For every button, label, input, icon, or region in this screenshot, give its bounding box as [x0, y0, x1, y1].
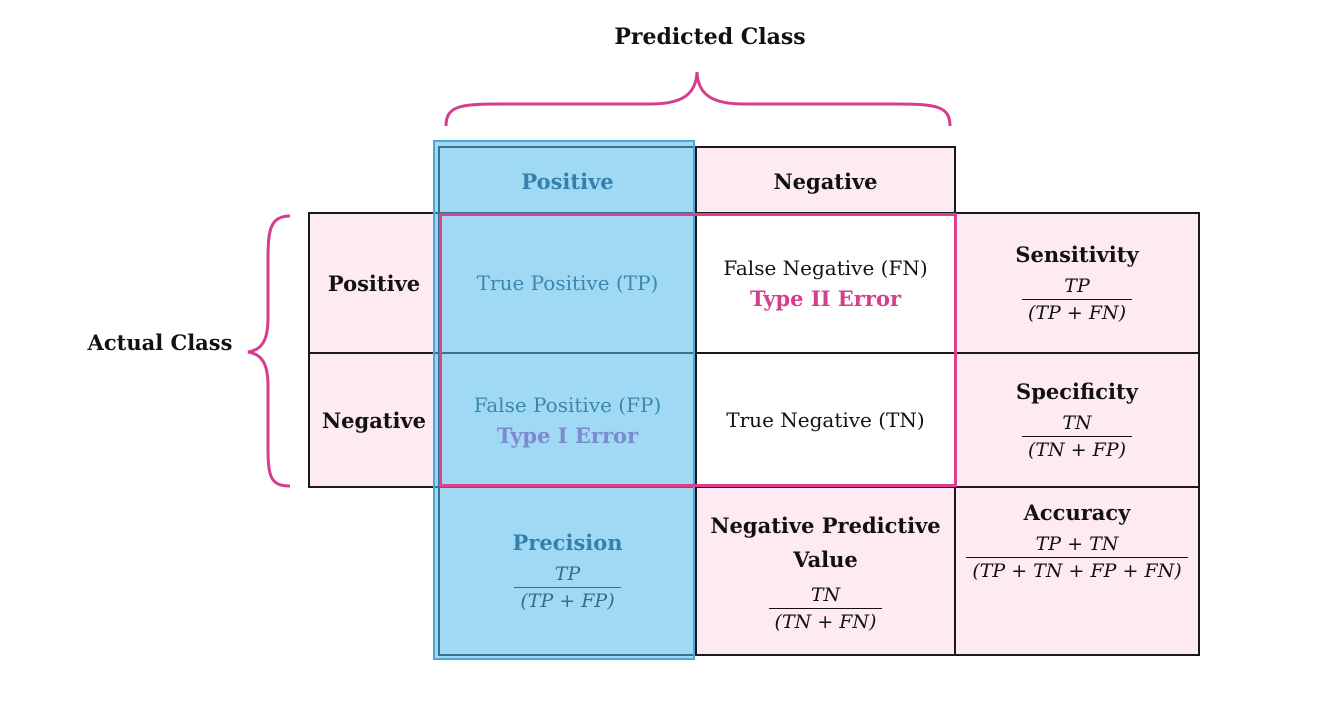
sensitivity-formula: TP (TP + FN): [1021, 275, 1133, 324]
precision-cell: Precision TP (TP + FP): [438, 486, 697, 656]
npv-numerator: TN: [810, 584, 841, 607]
false-negative-cell: False Negative (FN) Type II Error: [695, 212, 956, 354]
accuracy-cell: Accuracy TP + TN (TP + TN + FP + FN): [954, 486, 1200, 656]
precision-title: Precision: [512, 530, 623, 555]
npv-formula: TN (TN + FN): [768, 584, 883, 633]
type-one-error-label: Type I Error: [496, 422, 639, 448]
npv-title: Negative Predictive Value: [710, 512, 941, 572]
predicted-positive-header-text: Positive: [521, 168, 614, 194]
precision-formula: TP (TP + FP): [514, 563, 621, 612]
actual-positive-header: Positive: [308, 212, 440, 354]
specificity-title: Specificity: [1016, 379, 1138, 404]
sensitivity-title: Sensitivity: [1015, 242, 1139, 267]
accuracy-formula: TP + TN (TP + TN + FP + FN): [966, 533, 1188, 582]
false-positive-label: False Positive (FP): [473, 392, 662, 417]
type-two-error-label: Type II Error: [749, 285, 902, 311]
true-negative-label: True Negative (TN): [726, 408, 925, 432]
false-negative-label: False Negative (FN): [723, 255, 928, 280]
npv-cell: Negative Predictive Value TN (TN + FN): [695, 486, 956, 656]
accuracy-denominator: (TP + TN + FP + FN): [966, 557, 1188, 582]
specificity-numerator: TN: [1062, 412, 1092, 434]
specificity-cell: Specificity TN (TN + FP): [954, 352, 1200, 488]
predicted-negative-header-text: Negative: [773, 168, 878, 194]
actual-class-bracket: [247, 214, 291, 488]
predicted-negative-header: Negative: [695, 146, 956, 216]
sensitivity-numerator: TP: [1064, 275, 1090, 297]
sensitivity-cell: Sensitivity TP (TP + FN): [954, 212, 1200, 354]
false-positive-cell: False Positive (FP) Type I Error: [438, 352, 697, 488]
accuracy-title: Accuracy: [1023, 500, 1131, 525]
sensitivity-denominator: (TP + FN): [1021, 299, 1133, 324]
actual-negative-header: Negative: [308, 352, 440, 488]
precision-denominator: (TP + FP): [514, 587, 621, 612]
actual-positive-header-text: Positive: [327, 270, 421, 296]
npv-denominator: (TN + FN): [768, 608, 883, 633]
specificity-denominator: (TN + FP): [1021, 436, 1133, 461]
predicted-class-label: Predicted Class: [614, 24, 806, 50]
actual-class-label: Actual Class: [87, 330, 233, 355]
true-negative-cell: True Negative (TN): [695, 352, 956, 488]
actual-negative-header-text: Negative: [321, 407, 427, 433]
predicted-class-bracket: [444, 71, 952, 127]
specificity-formula: TN (TN + FP): [1021, 412, 1133, 461]
true-positive-label: True Positive (TP): [476, 271, 659, 295]
true-positive-cell: True Positive (TP): [438, 212, 697, 354]
accuracy-numerator: TP + TN: [1035, 533, 1119, 555]
precision-numerator: TP: [554, 563, 581, 585]
predicted-positive-header: Positive: [438, 146, 697, 216]
